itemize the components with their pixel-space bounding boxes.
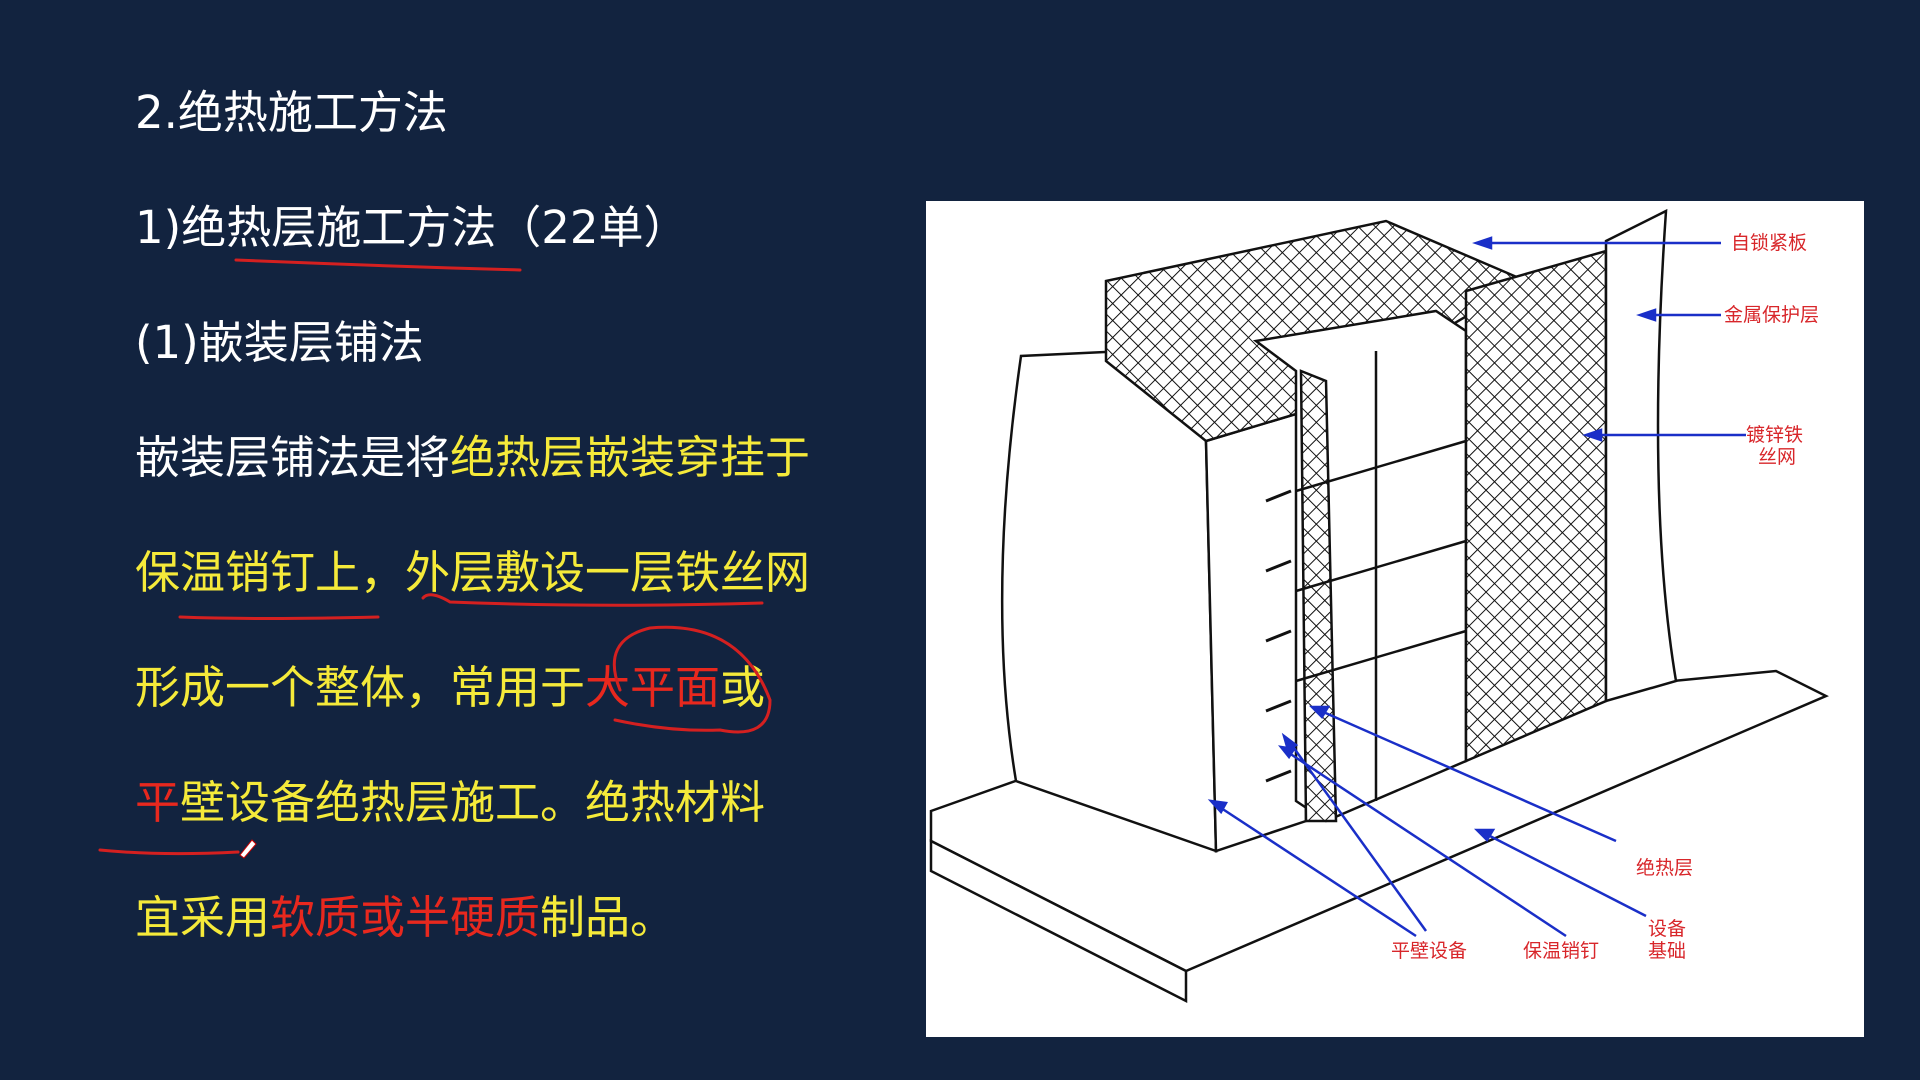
- underline: [178, 615, 380, 620]
- text-yellow: 宜采用: [135, 891, 271, 944]
- body-line-4: 平壁设备绝热层施工。绝热材料: [135, 773, 765, 833]
- text-white: 嵌装层铺法是将: [135, 431, 451, 484]
- subheading-prefix: 1): [135, 201, 182, 254]
- flat-wall-equipment: [1000, 349, 1218, 853]
- text-red: 软质或半硬质: [270, 891, 541, 944]
- body-line-1: 嵌装层铺法是将绝热层嵌装穿挂于: [135, 428, 810, 488]
- text-red: 平: [135, 776, 181, 829]
- label-insulation-pin: 保温销钉: [1523, 940, 1599, 962]
- body-line-2: 保温销钉上，外层敷设一层铁丝网: [135, 546, 811, 599]
- underline: [234, 258, 522, 272]
- label-galvanized-mesh: 镀锌铁: [1746, 424, 1803, 446]
- subheading-text: 绝热层施工方法: [181, 201, 497, 254]
- insulation-diagram: 自锁紧板 金属保护层 镀锌铁 丝网 绝热层 设备 基础 平壁设备 保温销钉: [926, 201, 1864, 1037]
- subheading: 1)绝热层施工方法（22单）: [135, 198, 688, 258]
- galvanized-mesh: [1464, 249, 1608, 763]
- body-line-3: 形成一个整体，常用于大平面或: [135, 658, 765, 718]
- metal-protective-layer: [1604, 208, 1678, 703]
- method-title: (1)嵌装层铺法: [135, 316, 424, 369]
- label-metal-protective-layer: 金属保护层: [1724, 304, 1819, 326]
- insulation-pin: [1265, 489, 1292, 783]
- text-yellow: 壁设备绝热层施工。绝热材料: [180, 776, 766, 829]
- text-yellow: 绝热层嵌装穿挂于: [450, 431, 811, 484]
- text-yellow: 或: [720, 661, 766, 714]
- text-yellow: 形成一个整体，常用于: [135, 661, 586, 714]
- label-flat-wall-equipment: 平壁设备: [1391, 940, 1467, 962]
- subheading-suffix: （22单）: [496, 201, 689, 254]
- label-equipment-foundation: 基础: [1648, 940, 1686, 962]
- foundation-front: [929, 838, 1188, 1004]
- block-joints: [1295, 351, 1467, 801]
- slide-heading: 2.绝热施工方法: [135, 86, 448, 139]
- label-insulation-layer: 绝热层: [1636, 857, 1693, 879]
- underline: [98, 848, 240, 856]
- label-self-locking-plate: 自锁紧板: [1731, 232, 1807, 254]
- pen-cursor-icon: [239, 839, 257, 859]
- body-line-5: 宜采用软质或半硬质制品。: [135, 888, 675, 948]
- label-galvanized-mesh: 丝网: [1758, 446, 1796, 468]
- text-red: 大平面: [585, 661, 721, 714]
- label-equipment-foundation: 设备: [1648, 918, 1686, 940]
- text-yellow: 制品。: [540, 891, 676, 944]
